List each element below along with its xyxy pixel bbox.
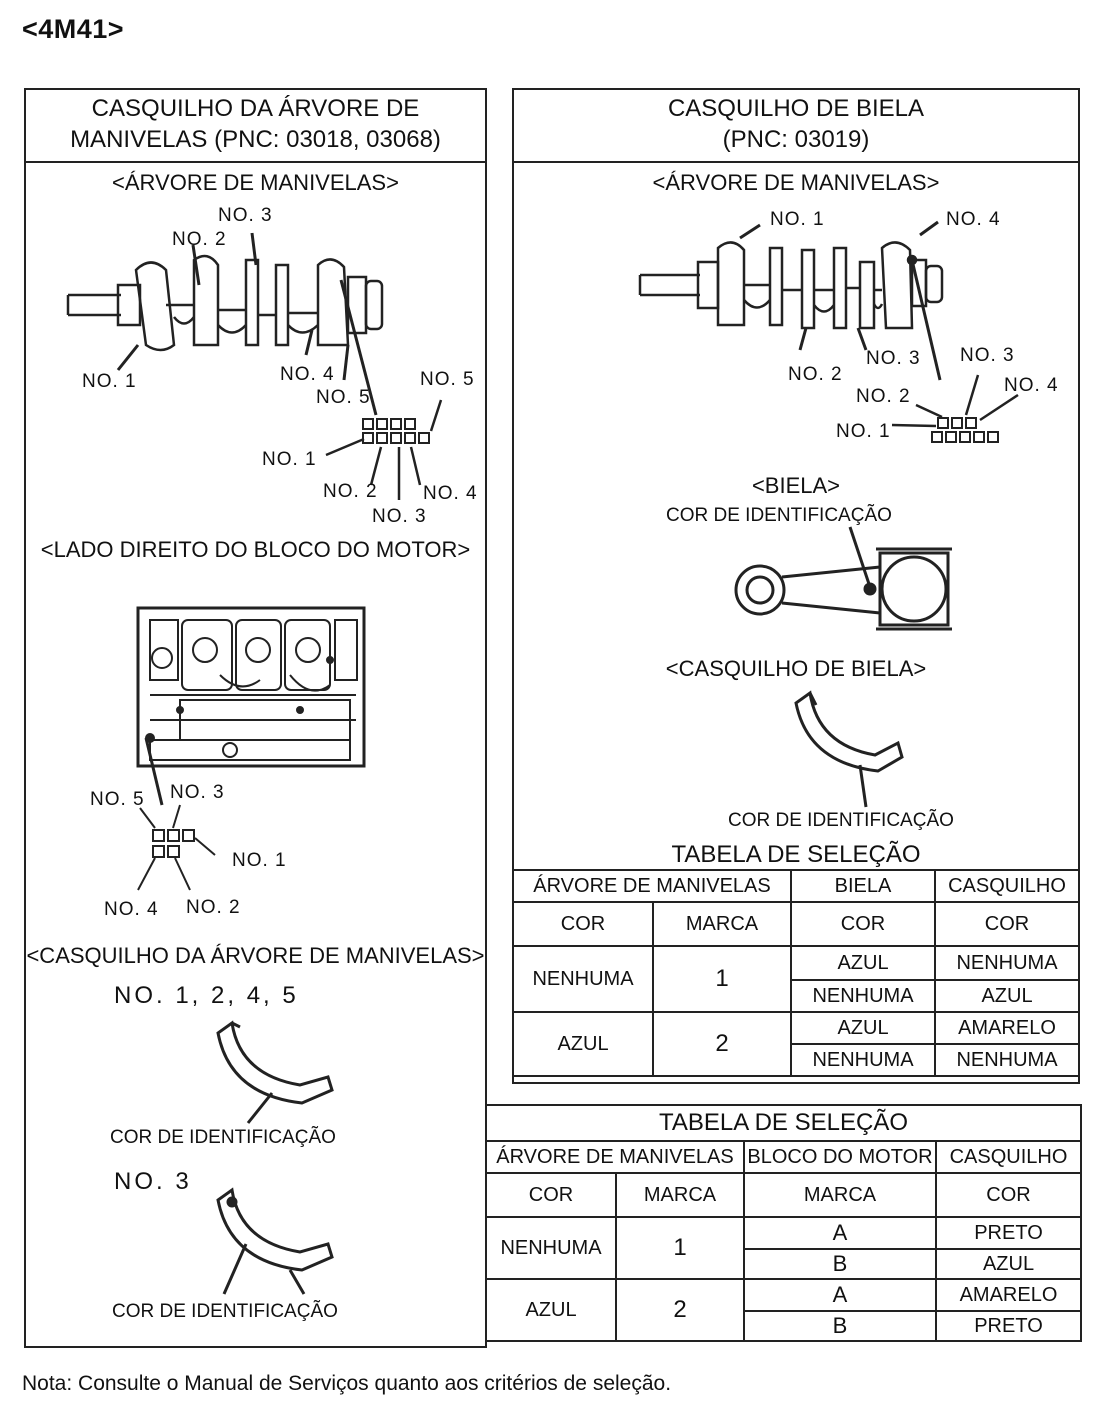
table2-col-bearing-color: COR [935, 1172, 1082, 1218]
table2-col-block-mark: MARCA [743, 1172, 937, 1218]
table1-r2b-bearing: NENHUMA [934, 1043, 1080, 1077]
table1-group-crankshaft: ÁRVORE DE MANIVELAS [512, 869, 792, 903]
rod-bearing-diagram [794, 690, 904, 808]
right-header-divider [512, 161, 1080, 163]
block-no4-label: NO. 4 [104, 899, 159, 920]
left-marks-no2-label: NO. 2 [323, 481, 378, 502]
right-marks-no4-label: NO. 4 [1004, 375, 1059, 396]
right-crankshaft-diagram [638, 220, 1019, 443]
right-marks-no3-label: NO. 3 [960, 345, 1015, 366]
left-header-divider [24, 161, 487, 163]
right-marks-no2-label: NO. 2 [856, 386, 911, 407]
table1-r1a-bearing: NENHUMA [934, 945, 1080, 981]
table1-col-mark: MARCA [652, 901, 792, 947]
connecting-rod-diagram [734, 526, 952, 631]
table2-group-crankshaft: ÁRVORE DE MANIVELAS [485, 1140, 745, 1174]
table1-col-bearing-color: COR [934, 901, 1080, 947]
table2-col-mark: MARCA [615, 1172, 745, 1218]
table2-group-block: BLOCO DO MOTOR [743, 1140, 937, 1174]
left-block-title: <LADO DIREITO DO BLOCO DO MOTOR> [40, 537, 471, 562]
rod-title: <BIELA> [751, 473, 841, 498]
left-header-line1: CASQUILHO DA ÁRVORE DE [91, 95, 420, 122]
right-header-line2: (PNC: 03019) [722, 126, 870, 153]
table2-r1-color: NENHUMA [485, 1216, 617, 1280]
left-marks-no1-label: NO. 1 [262, 449, 317, 470]
table2-r1b-block: B [743, 1248, 937, 1280]
selection-table-rod: TABELA DE SELEÇÃO ÁRVORE DE MANIVELAS BI… [512, 840, 1080, 1077]
rod-bearing-title: <CASQUILHO DE BIELA> [665, 656, 927, 681]
bearing-b-caption: COR DE IDENTIFICAÇÃO [112, 1301, 338, 1322]
table2-group-bearing: CASQUILHO [935, 1140, 1082, 1174]
table2-r1a-bearing: PRETO [935, 1216, 1082, 1250]
rod-bearing-caption: COR DE IDENTIFICAÇÃO [728, 810, 954, 831]
table1-group-bearing: CASQUILHO [934, 869, 1080, 903]
left-crank-no3-label: NO. 3 [218, 205, 273, 226]
left-bearing-title: <CASQUILHO DA ÁRVORE DE MANIVELAS> [26, 943, 485, 968]
block-no1-label: NO. 1 [232, 850, 287, 871]
main-bearing-b-diagram [216, 1187, 334, 1295]
table1-r1a-rod: AZUL [790, 945, 936, 981]
left-marks-no5-label: NO. 5 [420, 369, 475, 390]
table2-col-color: COR [485, 1172, 617, 1218]
table1-r1b-rod: NENHUMA [790, 979, 936, 1013]
left-crank-no1-label: NO. 1 [82, 371, 137, 392]
right-marks-no1-label: NO. 1 [836, 421, 891, 442]
block-no2-label: NO. 2 [186, 897, 241, 918]
block-no3-label: NO. 3 [170, 782, 225, 803]
left-marks-no3-label: NO. 3 [372, 506, 427, 527]
selection-table-main: TABELA DE SELEÇÃO ÁRVORE DE MANIVELAS BL… [485, 1104, 1082, 1342]
bearing-a-caption: COR DE IDENTIFICAÇÃO [110, 1127, 336, 1148]
table1-col-color: COR [512, 901, 654, 947]
left-crankshaft-title: <ÁRVORE DE MANIVELAS> [112, 170, 399, 195]
right-panel-header: CASQUILHO DE BIELA (PNC: 03019) [514, 93, 1078, 155]
footer-note: Nota: Consulte o Manual de Serviços quan… [22, 1372, 672, 1395]
right-crank-no2-label: NO. 2 [788, 364, 843, 385]
left-header-line2: MANIVELAS (PNC: 03018, 03068) [70, 126, 441, 153]
right-crank-no3-label: NO. 3 [866, 348, 921, 369]
table1-r2-color: AZUL [512, 1011, 654, 1077]
table1-title: TABELA DE SELEÇÃO [512, 840, 1080, 871]
table2-r2b-bearing: PRETO [935, 1310, 1082, 1342]
table2-r2-color: AZUL [485, 1278, 617, 1342]
rod-caption: COR DE IDENTIFICAÇÃO [666, 505, 892, 526]
table1-r1b-bearing: AZUL [934, 979, 1080, 1013]
bearing-b-label: NO. 3 [114, 1168, 192, 1195]
left-panel-header: CASQUILHO DA ÁRVORE DE MANIVELAS (PNC: 0… [26, 93, 485, 155]
table2-r1a-block: A [743, 1216, 937, 1250]
table1-r1-color: NENHUMA [512, 945, 654, 1013]
table2-r2a-bearing: AMARELO [935, 1278, 1082, 1312]
left-crank-no5-label: NO. 5 [316, 387, 371, 408]
right-panel [512, 88, 1080, 1084]
left-crankshaft-diagram [66, 232, 443, 500]
table2-r1b-bearing: AZUL [935, 1248, 1082, 1280]
right-crankshaft-title: <ÁRVORE DE MANIVELAS> [652, 170, 940, 195]
bearing-a-label: NO. 1, 2, 4, 5 [114, 982, 299, 1009]
left-crank-no4-label: NO. 4 [280, 364, 335, 385]
main-bearing-a-diagram [216, 1020, 334, 1124]
table1-r1-mark: 1 [652, 945, 792, 1013]
left-marks-no4-label: NO. 4 [423, 483, 478, 504]
table1-r2a-rod: AZUL [790, 1011, 936, 1045]
right-crank-no4-label: NO. 4 [946, 209, 1001, 230]
table2-r2a-block: A [743, 1278, 937, 1312]
table2-r2b-block: B [743, 1310, 937, 1342]
block-no5-label: NO. 5 [90, 789, 145, 810]
table1-r2-mark: 2 [652, 1011, 792, 1077]
left-panel [24, 88, 487, 1348]
left-crank-no2-label: NO. 2 [172, 229, 227, 250]
table1-r2a-bearing: AMARELO [934, 1011, 1080, 1045]
table2-r1-mark: 1 [615, 1216, 745, 1280]
table2-title: TABELA DE SELEÇÃO [485, 1104, 1082, 1142]
table1-group-rod: BIELA [790, 869, 936, 903]
right-header-line1: CASQUILHO DE BIELA [667, 95, 925, 122]
table1-r2b-rod: NENHUMA [790, 1043, 936, 1077]
right-crank-no1-label: NO. 1 [770, 209, 825, 230]
engine-block-diagram [136, 606, 366, 891]
document-title: <4M41> [22, 14, 125, 44]
table1-col-rod-color: COR [790, 901, 936, 947]
table2-r2-mark: 2 [615, 1278, 745, 1342]
